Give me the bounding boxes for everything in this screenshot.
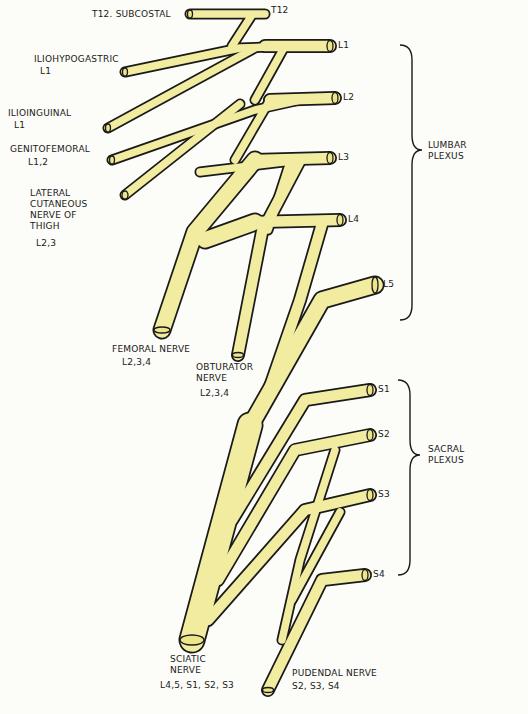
nerve-name: ILIOINGUINAL	[8, 108, 71, 119]
root-label: L4	[348, 214, 359, 225]
root-number: L1	[14, 120, 25, 131]
root-label: L1	[338, 40, 349, 51]
root-label: S3	[378, 489, 390, 500]
root-number: L1	[40, 66, 51, 77]
nerve-name: OBTURATOR NERVE	[196, 362, 262, 384]
root-label: L2	[343, 92, 354, 103]
root-label: L3	[338, 152, 349, 163]
root-number: L2,3,4	[200, 388, 229, 399]
root-number: L4,5, S1, S2, S3	[160, 680, 234, 691]
root-label: T12	[271, 5, 289, 16]
nerve-name: T12. SUBCOSTAL	[92, 9, 171, 20]
root-label: L5	[383, 279, 394, 290]
nerve-name: PUDENDAL NERVE	[292, 668, 377, 679]
root-label: S2	[378, 429, 390, 440]
nerve-name: SCIATIC NERVE	[170, 654, 230, 676]
nerve-name: FEMORAL NERVE	[112, 344, 190, 355]
root-number: L2,3,4	[122, 357, 151, 368]
plexus-label: SACRAL PLEXUS	[428, 444, 498, 466]
root-number: L1,2	[28, 157, 48, 168]
nerve-name: ILIOHYPOGASTRIC	[34, 54, 119, 65]
root-number: L2,3	[36, 238, 56, 249]
root-label: S4	[373, 569, 385, 580]
plexus-label: LUMBAR PLEXUS	[428, 140, 498, 162]
nerve-name: GENITOFEMORAL	[10, 144, 90, 155]
root-label: S1	[378, 384, 390, 395]
nerve-name: LATERAL CUTANEOUS NERVE OF THIGH	[30, 188, 100, 232]
root-number: S2, S3, S4	[292, 681, 340, 692]
